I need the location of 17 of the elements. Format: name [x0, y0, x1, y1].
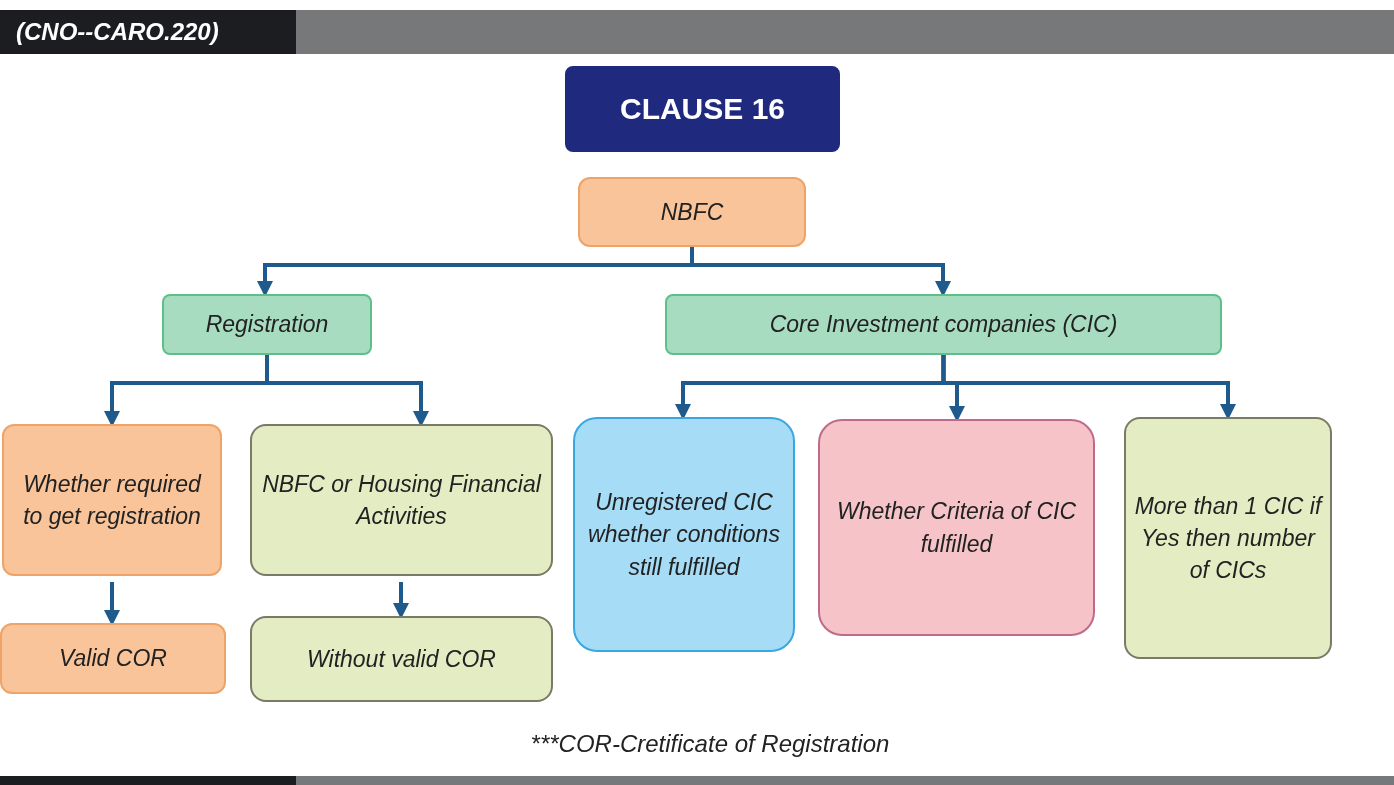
topic-box: Valid COR	[0, 623, 226, 694]
topic-box: NBFC or Housing Financial Activities	[250, 424, 553, 576]
topic-box: NBFC	[578, 177, 806, 247]
topic-box: Without valid COR	[250, 616, 553, 702]
title-box: CLAUSE 16	[565, 66, 840, 152]
connector-arrow	[104, 582, 120, 626]
topic-box: Registration	[162, 294, 372, 355]
topic-box: More than 1 CIC if Yes then number of CICs	[1124, 417, 1332, 659]
connector-arrow	[941, 355, 1236, 420]
connector-arrow	[265, 355, 429, 427]
topic-box: Core Investment companies (CIC)	[665, 294, 1222, 355]
connector-arrow	[393, 582, 409, 619]
topic-box: Whether Criteria of CIC fulfilled	[818, 419, 1095, 636]
topic-box: Whether required to get registration	[2, 424, 222, 576]
header-tag: (CNO--CARO.220)	[0, 10, 296, 54]
footnote: ***COR-Cretificate of Registration	[529, 729, 891, 759]
topic-box: Unregistered CIC whether conditions still fulfilled	[573, 417, 795, 652]
